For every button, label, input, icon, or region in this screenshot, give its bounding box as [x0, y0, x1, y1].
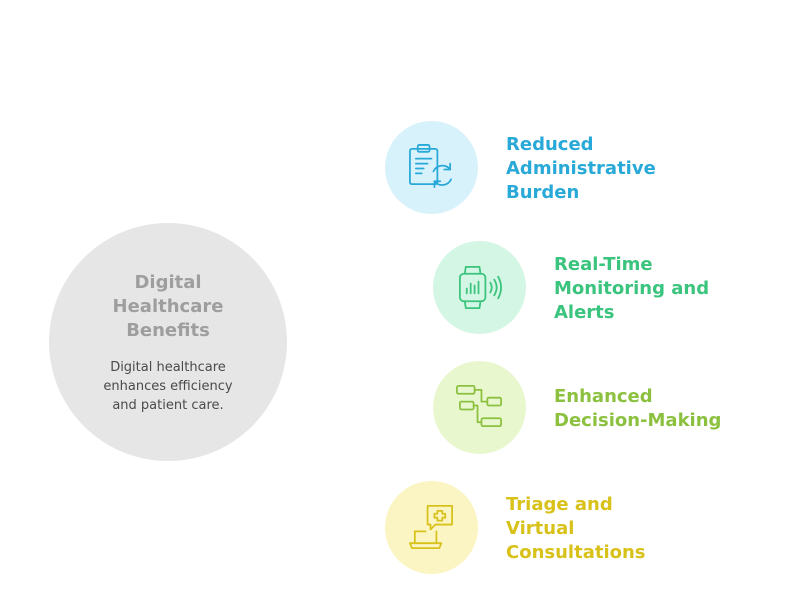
reduced-admin-label: Reduced Administrative Burden [506, 133, 656, 205]
monitoring-label: Real-Time Monitoring and Alerts [554, 253, 709, 325]
label-line: Administrative [506, 158, 656, 179]
smartwatch-icon [459, 266, 502, 309]
label-line: Virtual [506, 518, 575, 539]
monitoring-bubble [433, 241, 526, 334]
decision-making-bubble [433, 361, 526, 454]
hub-title: Digital Healthcare Benefits [112, 272, 224, 341]
label-line: Burden [506, 182, 580, 203]
label-line: Real-Time [554, 254, 653, 275]
label-line: Reduced [506, 134, 594, 155]
triage-bubble [385, 481, 478, 574]
decision-making-label: Enhanced Decision-Making [554, 385, 721, 433]
triage-label: Triage and Virtual Consultations [506, 493, 646, 565]
label-line: Triage and [506, 494, 613, 515]
flowchart-icon [456, 385, 502, 428]
hub-description: Digital healthcare enhances efficiency a… [103, 360, 233, 413]
label-line: Decision-Making [554, 410, 722, 431]
hub-circle: Digital Healthcare Benefits Digital heal… [49, 223, 287, 461]
laptop-medical-chat-icon [409, 505, 453, 549]
label-line: Alerts [554, 302, 615, 323]
reduced-admin-bubble [385, 121, 478, 214]
label-line: Monitoring and [554, 278, 710, 299]
label-line: Consultations [506, 542, 646, 563]
label-line: Enhanced [554, 386, 653, 407]
clipboard-refresh-icon [409, 144, 452, 188]
